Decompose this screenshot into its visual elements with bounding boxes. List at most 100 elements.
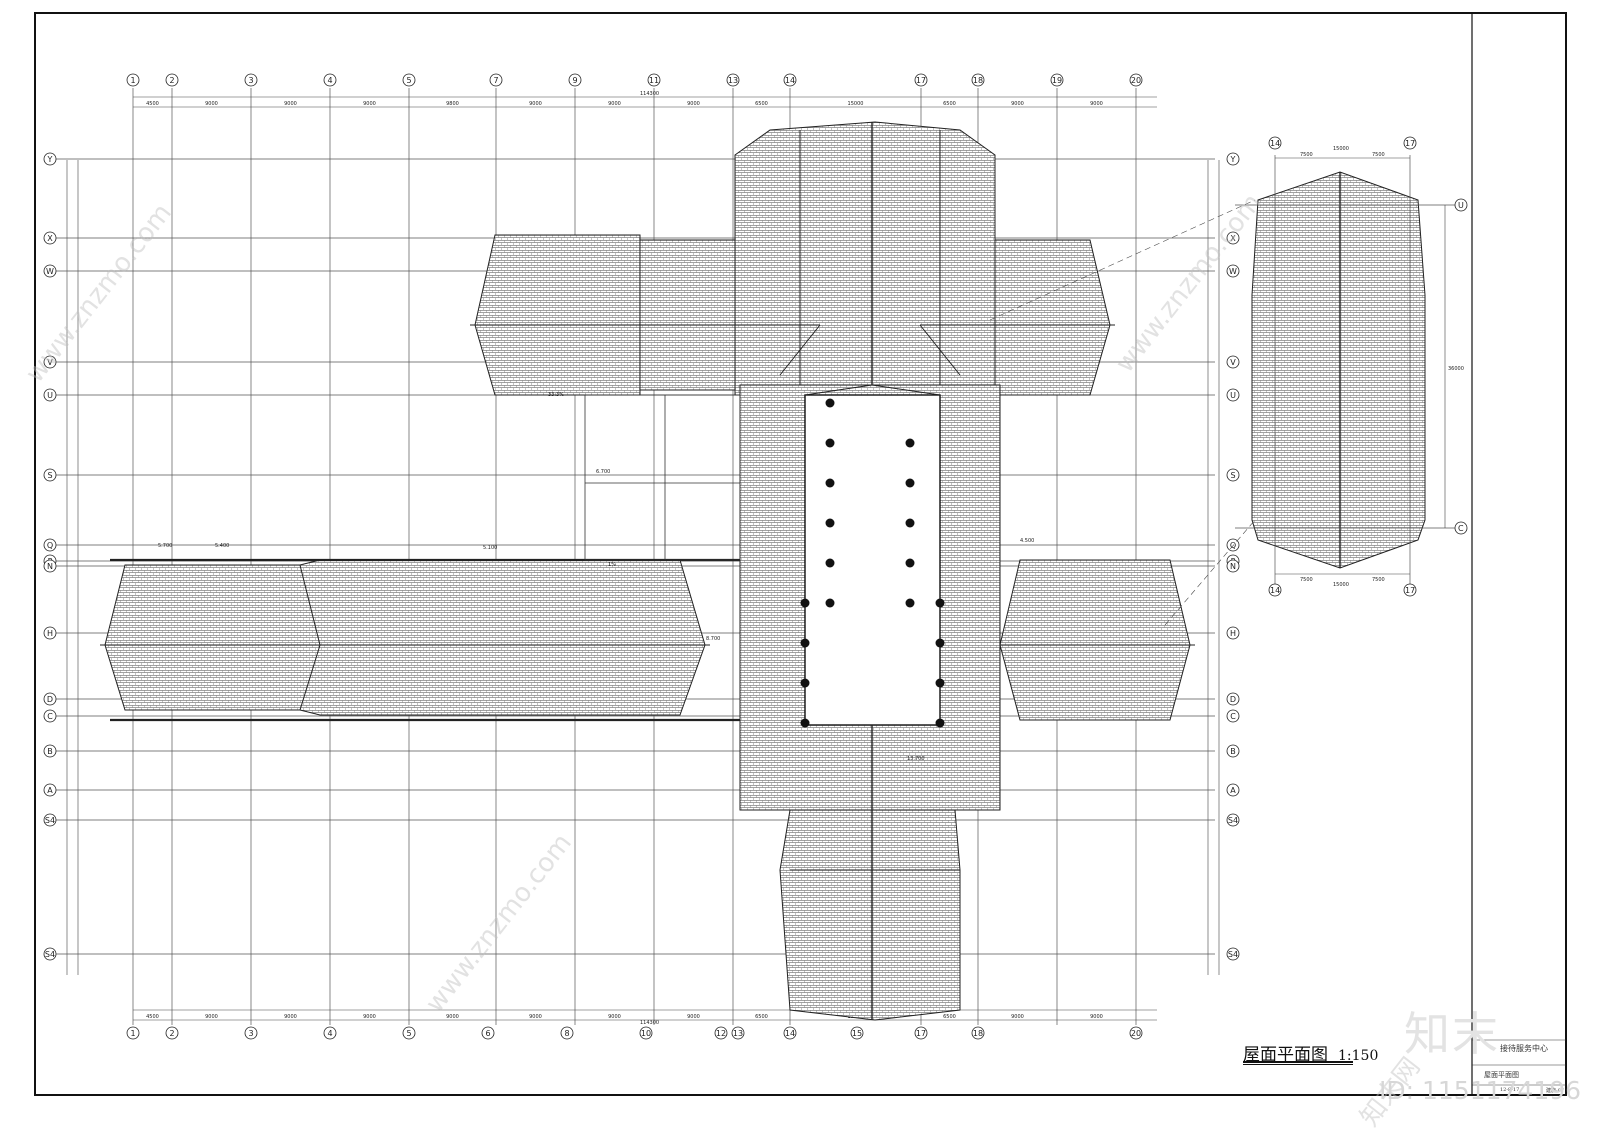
bottom-axis-bubble-label: 6 [485,1029,490,1038]
bottom-axis-bubble-label: 20 [1131,1029,1141,1038]
detail-axis-top-17: 17 [1405,139,1415,148]
elevation-label-2: 5.400 [215,543,229,549]
right-axis-bubble-label: A [1230,786,1236,795]
top-axis-bubble-circle [726,73,740,87]
watermark-id: ID: 1151174196 [1379,1076,1582,1105]
bottom-axis-bubble-circle [244,1026,258,1040]
right-axis-bubble-circle [1226,231,1240,245]
top-axis-bubble-label: 3 [248,76,253,85]
right-axis-bubble-circle [1226,947,1240,961]
right-axis-bubble-circle [1226,538,1240,552]
roof-south-wing [779,809,961,1021]
left-axis-bubble-circle [43,947,57,961]
bottom-axis-bubble-circle [323,1026,337,1040]
right-axis-bubble-label: S [1230,471,1235,480]
detail-leader-lines [989,199,1256,626]
detail-axis-top-14: 14 [1270,139,1280,148]
bottom-spacing-label: 6500 [943,1014,956,1020]
right-axis-bubble-circle [1226,355,1240,369]
top-axis-bubble-label: 9 [572,76,577,85]
left-axis-bubble-label: D [47,695,53,704]
top-axis-bubble-label: 17 [916,76,926,85]
top-axis-bubble-label: 11 [649,76,659,85]
bottom-axis-bubble-label: 3 [248,1029,253,1038]
top-axis-bubble-circle [165,73,179,87]
bottom-spacing-labels: 4500900090009000900090009000900065001500… [146,1014,1103,1020]
bottom-overall-dimension: 114300 [640,1020,659,1026]
detail-dim-right: 36000 [1448,366,1464,372]
roof-west-wing [100,558,740,722]
left-axis-bubble-circle [43,692,57,706]
top-axis-bubble-circle [489,73,503,87]
left-axis-bubble-circle [43,813,57,827]
left-axis-bubble-circle [43,264,57,278]
top-axis-bubble-label: 20 [1131,76,1141,85]
right-dimension-lines [1207,160,1220,975]
right-axis-bubble-circle [1226,626,1240,640]
left-axis-bubble-circle [43,468,57,482]
top-axis-bubble-label: 5 [406,76,411,85]
bottom-axis-bubble-label: 5 [406,1029,411,1038]
left-axis-bubble-circle [43,709,57,723]
elevation-label-1: 5.700 [158,543,172,549]
bottom-axis-bubble-circle [1129,1026,1143,1040]
bottom-axis-bubble-circle [714,1026,728,1040]
top-axis-bubble-label: 18 [973,76,983,85]
elevation-label-3: 5.100 [483,545,497,551]
right-axis-bubble-label: S4 [1228,816,1238,825]
top-spacing-label: 4500 [146,101,159,107]
top-spacing-label: 9000 [284,101,297,107]
bottom-axis-bubble-label: 2 [169,1029,174,1038]
right-axis-bubble-circle [1226,152,1240,166]
right-axis-bubble-circle [1226,744,1240,758]
sheet-date: 12-8-17 [1500,1087,1520,1093]
bottom-axis-bubble-label: 17 [916,1029,926,1038]
right-axis-bubble-label: H [1230,629,1236,638]
right-axis-bubble-label: N [1230,562,1236,571]
bottom-spacing-label: 9000 [529,1014,542,1020]
top-axis-bubble-circle [402,73,416,87]
detail-dim-bottom-1: 7500 [1300,577,1313,583]
top-axis-bubble-circle [914,73,928,87]
right-axis-bubble-label: S4 [1228,950,1238,959]
roof-east-wing [999,559,1195,721]
left-axis-bubble-label: A [47,786,53,795]
left-axis-bubble-label: S [47,471,52,480]
right-axis-bubble-label: B [1230,747,1236,756]
left-axis-bubble-circle [43,152,57,166]
drawing-scale: 1:150 [1338,1048,1379,1064]
bottom-axis-bubble-label: 10 [641,1029,651,1038]
detail-dim-top-1: 7500 [1300,152,1313,158]
top-spacing-label: 9000 [1090,101,1103,107]
drawing-title-text: 屋面平面图 [1243,1045,1328,1065]
sheet-border [34,12,1567,1096]
title-block-lines [1472,1039,1566,1086]
bottom-axis-bubble-circle [731,1026,745,1040]
right-axis-bubble-label: U [1230,391,1236,400]
bottom-spacing-label: 9000 [205,1014,218,1020]
bottom-axis-bubble-circle [783,1026,797,1040]
right-axis-bubble-label: X [1230,234,1236,243]
top-axis-bubble-circle [1050,73,1064,87]
right-axis-bubble-circle [1226,709,1240,723]
detail-axis-right-c: C [1458,524,1464,533]
left-axis-bubble-label: Y [47,155,53,164]
right-axis-bubble-circle [1226,559,1240,573]
top-overall-dimension: 114300 [640,91,659,97]
bottom-spacing-label: 9000 [284,1014,297,1020]
bottom-axis-bubble-circle [126,1026,140,1040]
sheet-name: 屋面平面图 [1484,1071,1519,1079]
top-axis-bubble-circle [1129,73,1143,87]
bottom-spacing-label: 4500 [146,1014,159,1020]
courtyard-columns [800,398,945,728]
top-axis-bubble-circle [126,73,140,87]
sheet-number: 建施-07 [1546,1088,1565,1094]
bottom-spacing-label: 6500 [755,1014,768,1020]
left-axis-bubble-label: V [47,358,53,367]
right-axis-bubble-circle [1226,468,1240,482]
left-axis-bubble-circle [43,744,57,758]
detail-dim-bottom-2: 15000 [1333,582,1349,588]
